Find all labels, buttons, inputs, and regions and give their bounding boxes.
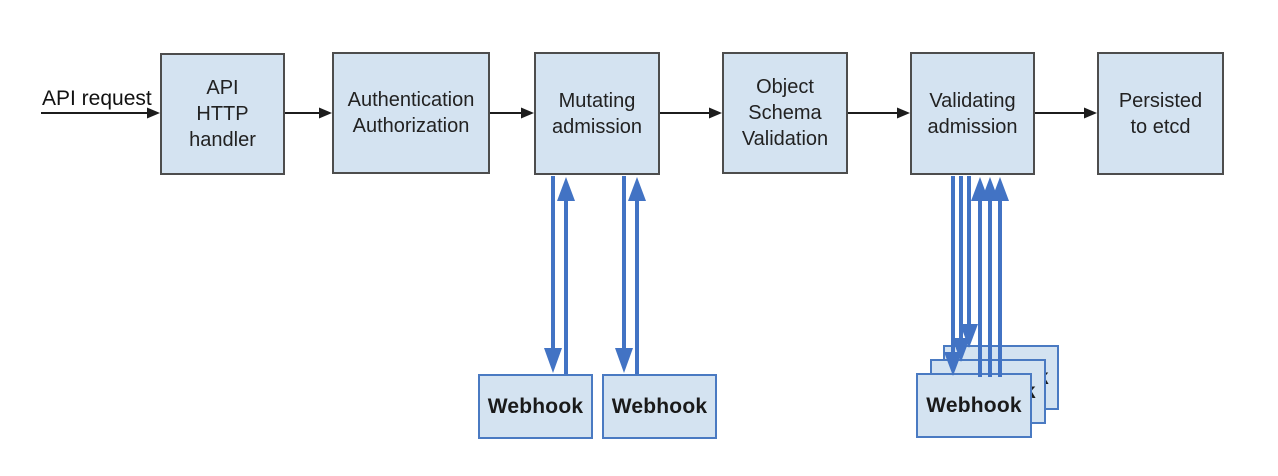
arrow-mutating-webhook1-return — [557, 177, 575, 374]
box-object-schema-validation: Object Schema Validation — [722, 52, 848, 174]
api-request-label: API request — [42, 87, 152, 110]
arrow-auth-to-mutating — [490, 107, 534, 119]
webhook-box-validating-front: Webhook — [916, 373, 1032, 438]
box-label: Validating admission — [927, 89, 1018, 138]
arrow-handler-to-auth — [285, 107, 332, 119]
arrow-validating-webhook2-call — [952, 176, 970, 362]
arrow-mutating-webhook2-call — [615, 176, 633, 373]
webhook-label: Webhook — [926, 393, 1022, 417]
box-label: Persisted to etcd — [1118, 89, 1203, 138]
arrow-schema-to-validating — [848, 107, 910, 119]
webhook-label: Webhook — [611, 394, 708, 418]
arrow-validating-webhook1-call — [960, 176, 978, 348]
arrow-mutating-webhook2-return — [628, 177, 646, 374]
box-validating-admission: Validating admission — [910, 52, 1035, 175]
box-mutating-admission: Mutating admission — [534, 52, 660, 175]
webhook-box-mutating-1: Webhook — [478, 374, 593, 439]
arrow-mutating-to-schema — [660, 107, 722, 119]
box-label: Object Schema Validation — [741, 76, 829, 150]
arrow-mutating-webhook1-call — [544, 176, 562, 373]
box-persisted-to-etcd: Persisted to etcd — [1097, 52, 1224, 175]
box-label: Mutating admission — [551, 89, 643, 138]
webhook-box-mutating-2: Webhook — [602, 374, 717, 439]
box-api-http-handler: API HTTP handler — [160, 53, 285, 175]
box-label: Authentication Authorization — [347, 89, 475, 137]
webhook-label: Webhook — [487, 394, 584, 418]
box-label: API HTTP handler — [189, 77, 256, 151]
box-authentication-authorization: Authentication Authorization — [332, 52, 490, 174]
arrow-validating-to-etcd — [1035, 107, 1097, 119]
